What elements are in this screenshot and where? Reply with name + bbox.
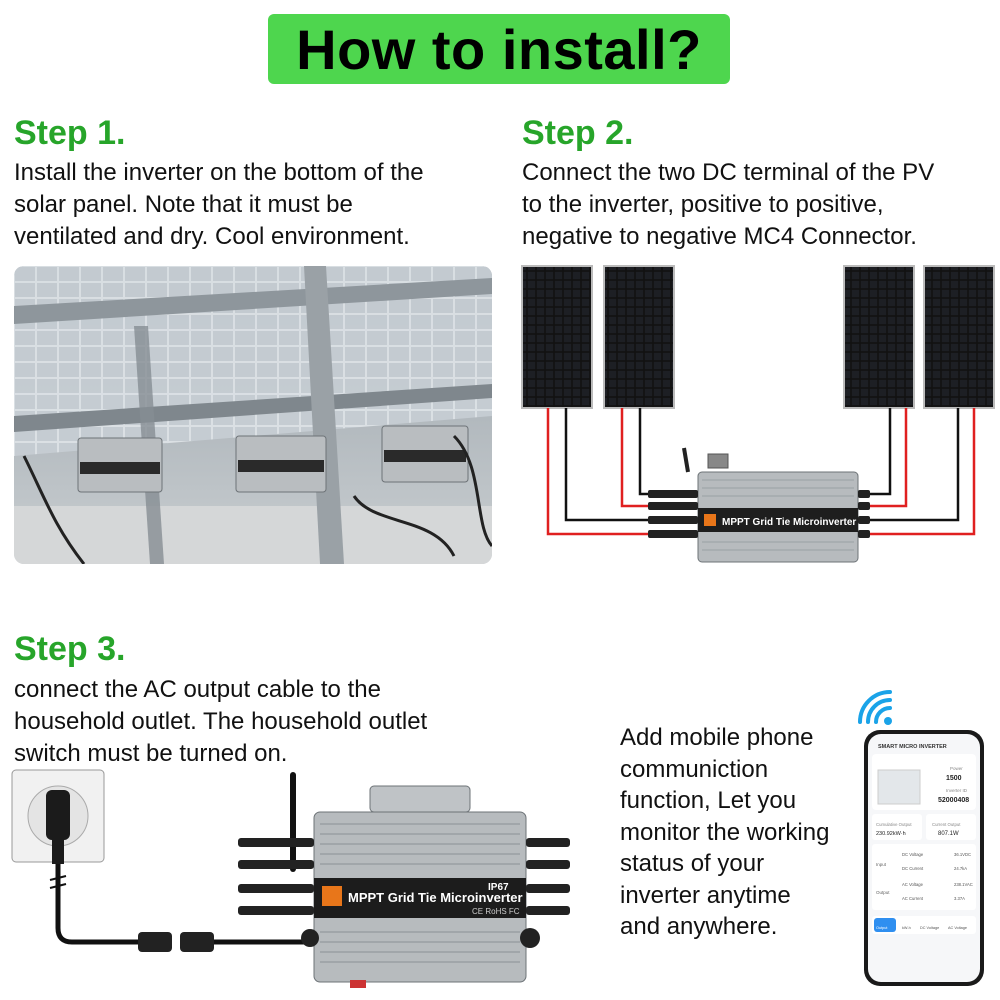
mobile-line: function, Let you [620, 787, 797, 814]
installation-photo [14, 266, 492, 564]
smartphone-illustration: SMART MICRO INVERTER Power 1500 Inverter… [858, 690, 984, 986]
step1-line: ventilated and dry. Cool environment. [14, 223, 410, 250]
solar-panel [843, 265, 915, 409]
step2-heading: Step 2. [522, 114, 634, 152]
pv-wiring-diagram: MPPT Grid Tie Microinverter [518, 262, 1000, 582]
dc-voltage-label: DC Voltage [902, 852, 924, 857]
nav-output[interactable]: Output [876, 926, 888, 930]
ac-connection-illustration: MPPT Grid Tie Microinverter IP67 CE RoHS… [11, 769, 570, 988]
step1-line: solar panel. Note that it must be [14, 191, 353, 218]
mobile-line: communiction [620, 755, 769, 783]
step1-line: Install the inverter on the bottom of th… [14, 159, 424, 186]
plug [46, 790, 70, 840]
mobile-line: inverter anytime [620, 881, 791, 909]
dc-current-value: 24.7kA [954, 866, 967, 871]
ac-current-label: AC Current [902, 896, 924, 901]
app-header: SMART MICRO INVERTER [878, 744, 947, 750]
mobile-line: status of your [620, 850, 765, 877]
installation-photo-illustration [14, 266, 492, 564]
step2-line: to the inverter, positive to positive, [522, 191, 884, 218]
step3-heading: Step 3. [14, 630, 126, 668]
step1-text: Install the inverter on the bottom of th… [14, 157, 424, 253]
ip-rating: IP67 [488, 882, 509, 893]
dc-current-label: DC Current [902, 866, 924, 871]
page-title: How to install? [296, 17, 702, 81]
inverter-id-label: Inverter ID [946, 788, 968, 793]
mobile-line: Add mobile phone [620, 724, 814, 751]
smartphone: SMART MICRO INVERTER Power 1500 Inverter… [858, 690, 990, 990]
solar-panel [521, 265, 593, 409]
ac-connection-diagram: MPPT Grid Tie Microinverter IP67 CE RoHS… [10, 768, 570, 990]
current-output-label: Current Output [932, 822, 961, 827]
step3-text: connect the AC output cable to the house… [14, 674, 427, 770]
power-value: 1500 [946, 775, 962, 782]
mounting-bracket [369, 785, 471, 813]
step3-line: connect the AC output cable to the [14, 676, 381, 703]
solar-panel [603, 265, 675, 409]
cumulative-output-label: Cumulative Output [876, 822, 912, 827]
pv-wiring-illustration: MPPT Grid Tie Microinverter [521, 265, 995, 563]
step2-line: negative to negative MC4 Connector. [522, 223, 917, 250]
step3-line: switch must be turned on. [14, 740, 288, 767]
inverter-label: MPPT Grid Tie Microinverter [348, 890, 523, 905]
step1-heading: Step 1. [14, 114, 126, 152]
dc-voltage-value: 36.1VDC [954, 852, 971, 857]
title-banner: How to install? [268, 14, 730, 84]
cumulative-output-value: 230.92kW·h [876, 831, 906, 837]
solar-panel [923, 265, 995, 409]
power-label: Power [950, 766, 963, 771]
ac-voltage-value: 238.1VAC [954, 882, 973, 887]
mobile-line: and anywhere. [620, 913, 778, 940]
inverter-id-value: 52000408 [938, 797, 969, 804]
step2-line: Connect the two DC terminal of the PV [522, 159, 935, 186]
current-output-value: 807.1W [938, 831, 959, 837]
mobile-line: monitor the working [620, 818, 830, 846]
certification-marks: CE RoHS FC [472, 907, 520, 916]
ac-voltage-label: AC Voltage [902, 882, 924, 887]
output-label: Output [876, 890, 890, 895]
wifi-icon [858, 690, 892, 724]
step2-text: Connect the two DC terminal of the PV to… [522, 157, 934, 253]
inverter-label: MPPT Grid Tie Microinverter [722, 517, 856, 528]
ac-current-value: 3.37A [954, 896, 965, 901]
nav-dc-voltage[interactable]: DC Voltage [920, 926, 939, 930]
input-label: Input [876, 862, 887, 867]
nav-kwh[interactable]: kW-h [902, 926, 911, 930]
step3-line: household outlet. The household outlet [14, 708, 428, 735]
nav-ac-voltage[interactable]: AC Voltage [948, 926, 967, 930]
mobile-monitoring-text: Add mobile phone communiction function, … [620, 722, 870, 943]
